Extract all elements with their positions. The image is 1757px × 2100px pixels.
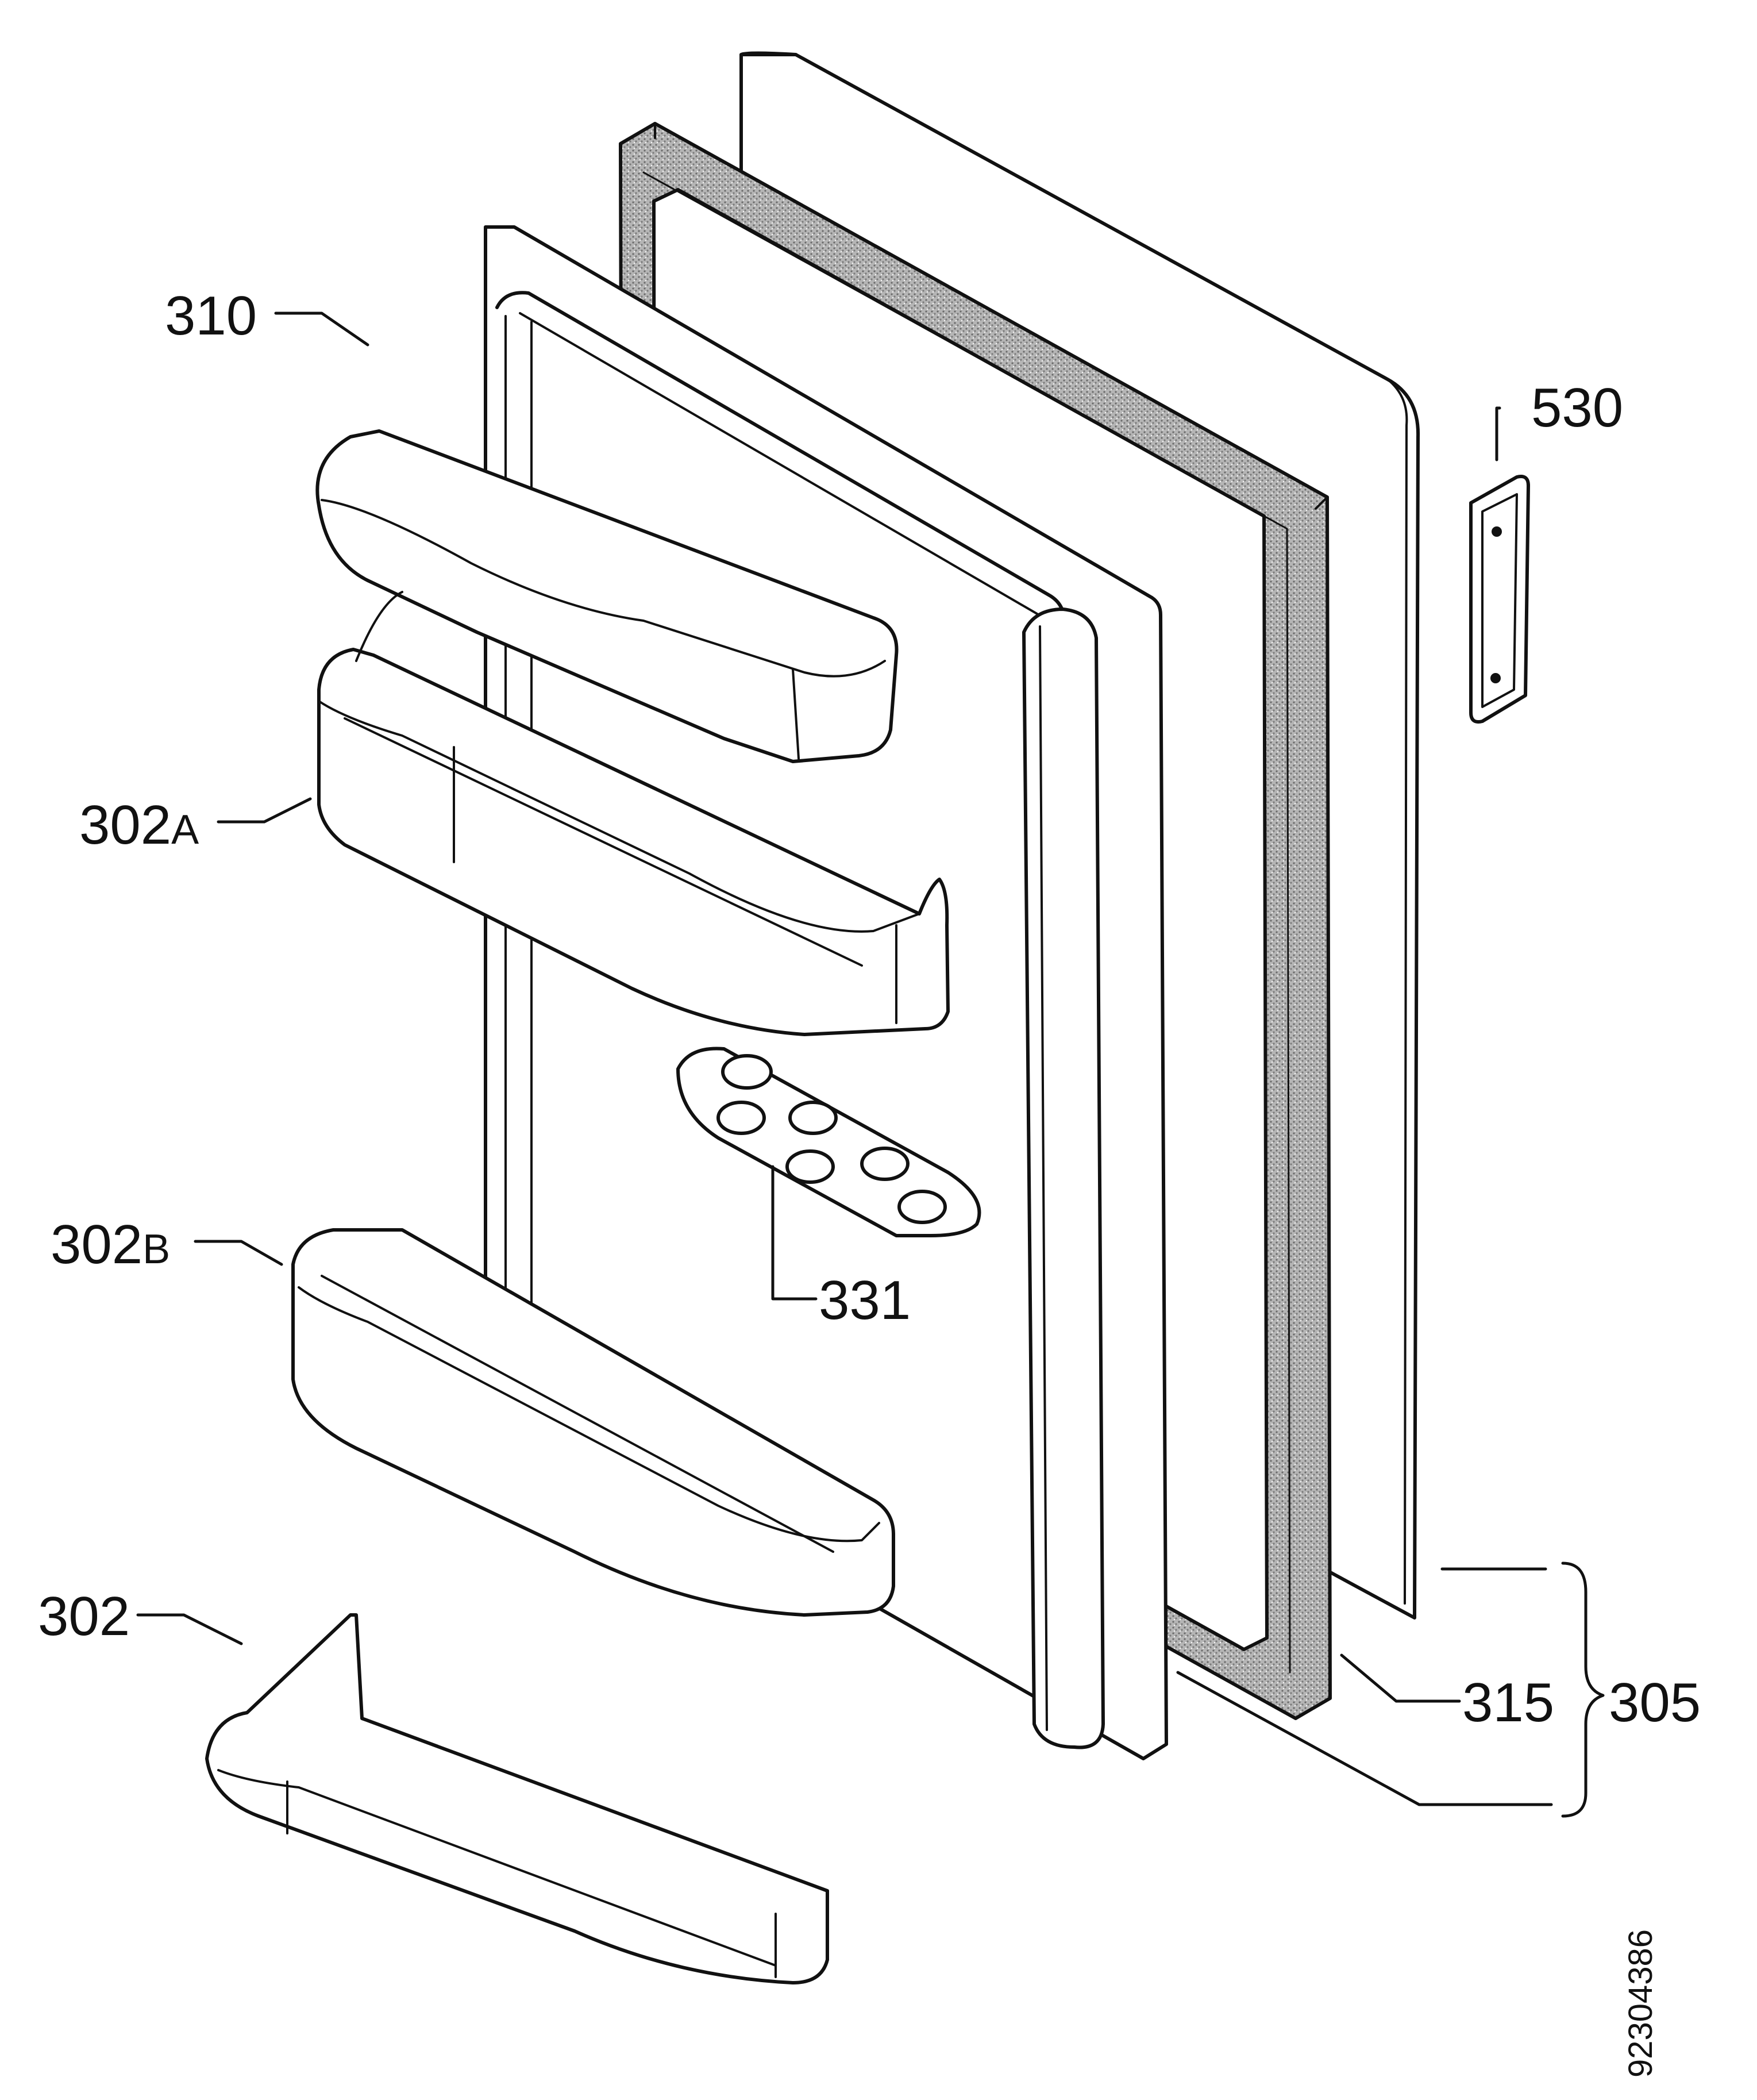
label-egg-tray: 331 [819,1270,911,1331]
egg-tray [676,1047,981,1237]
leader-lines [136,311,1605,1818]
middle-door-balcony [291,1228,895,1617]
label-gasket: 315 [1462,1672,1554,1733]
label-middle-balcony: 302B [51,1214,170,1275]
hinge-bracket [1469,475,1530,724]
label-upper-balcony: 302A [79,794,199,856]
upper-door-balcony [317,591,950,1036]
bottom-door-balcony [205,1613,829,1984]
drawing-number: 92304386 [1622,1929,1659,2078]
liner-side-rail [1022,607,1105,1749]
label-door-assembly: 305 [1609,1672,1701,1733]
shelf-cover [315,429,899,763]
label-hinge-bracket: 530 [1531,377,1623,439]
label-bottom-balcony: 302 [38,1586,130,1647]
label-shelf-cover: 310 [165,285,257,347]
